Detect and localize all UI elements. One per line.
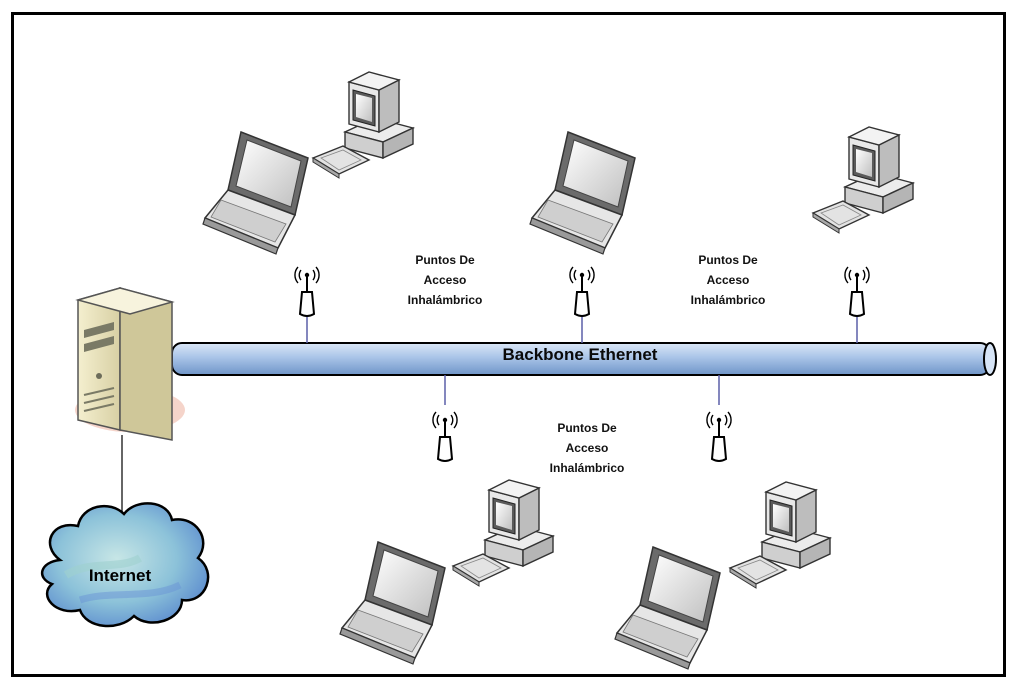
backbone-label: Backbone Ethernet (502, 345, 658, 364)
antenna-icon (568, 266, 596, 317)
desktop-computer-icon (452, 479, 554, 587)
server-icon (75, 287, 185, 441)
laptop-icon (529, 131, 636, 255)
backbone-links (306, 315, 858, 405)
internet-label: Internet (88, 566, 152, 585)
antenna-icon (431, 411, 459, 462)
internet-cloud-icon (40, 502, 210, 628)
access-point-label: Puntos De Acceso Inhalámbrico (407, 253, 483, 307)
antenna-icon (843, 266, 871, 317)
laptop-icon (339, 541, 446, 665)
desktop-computer-icon (812, 126, 914, 234)
laptop-icon (614, 546, 721, 670)
access-point-label: Puntos De Acceso Inhalámbrico (690, 253, 766, 307)
desktop-computer-icon (729, 481, 831, 589)
laptop-icon (202, 131, 309, 255)
desktop-computer-icon (312, 71, 414, 179)
antenna-icon (705, 411, 733, 462)
antenna-icon (293, 266, 321, 317)
access-point-label: Puntos De Acceso Inhalámbrico (549, 421, 625, 475)
